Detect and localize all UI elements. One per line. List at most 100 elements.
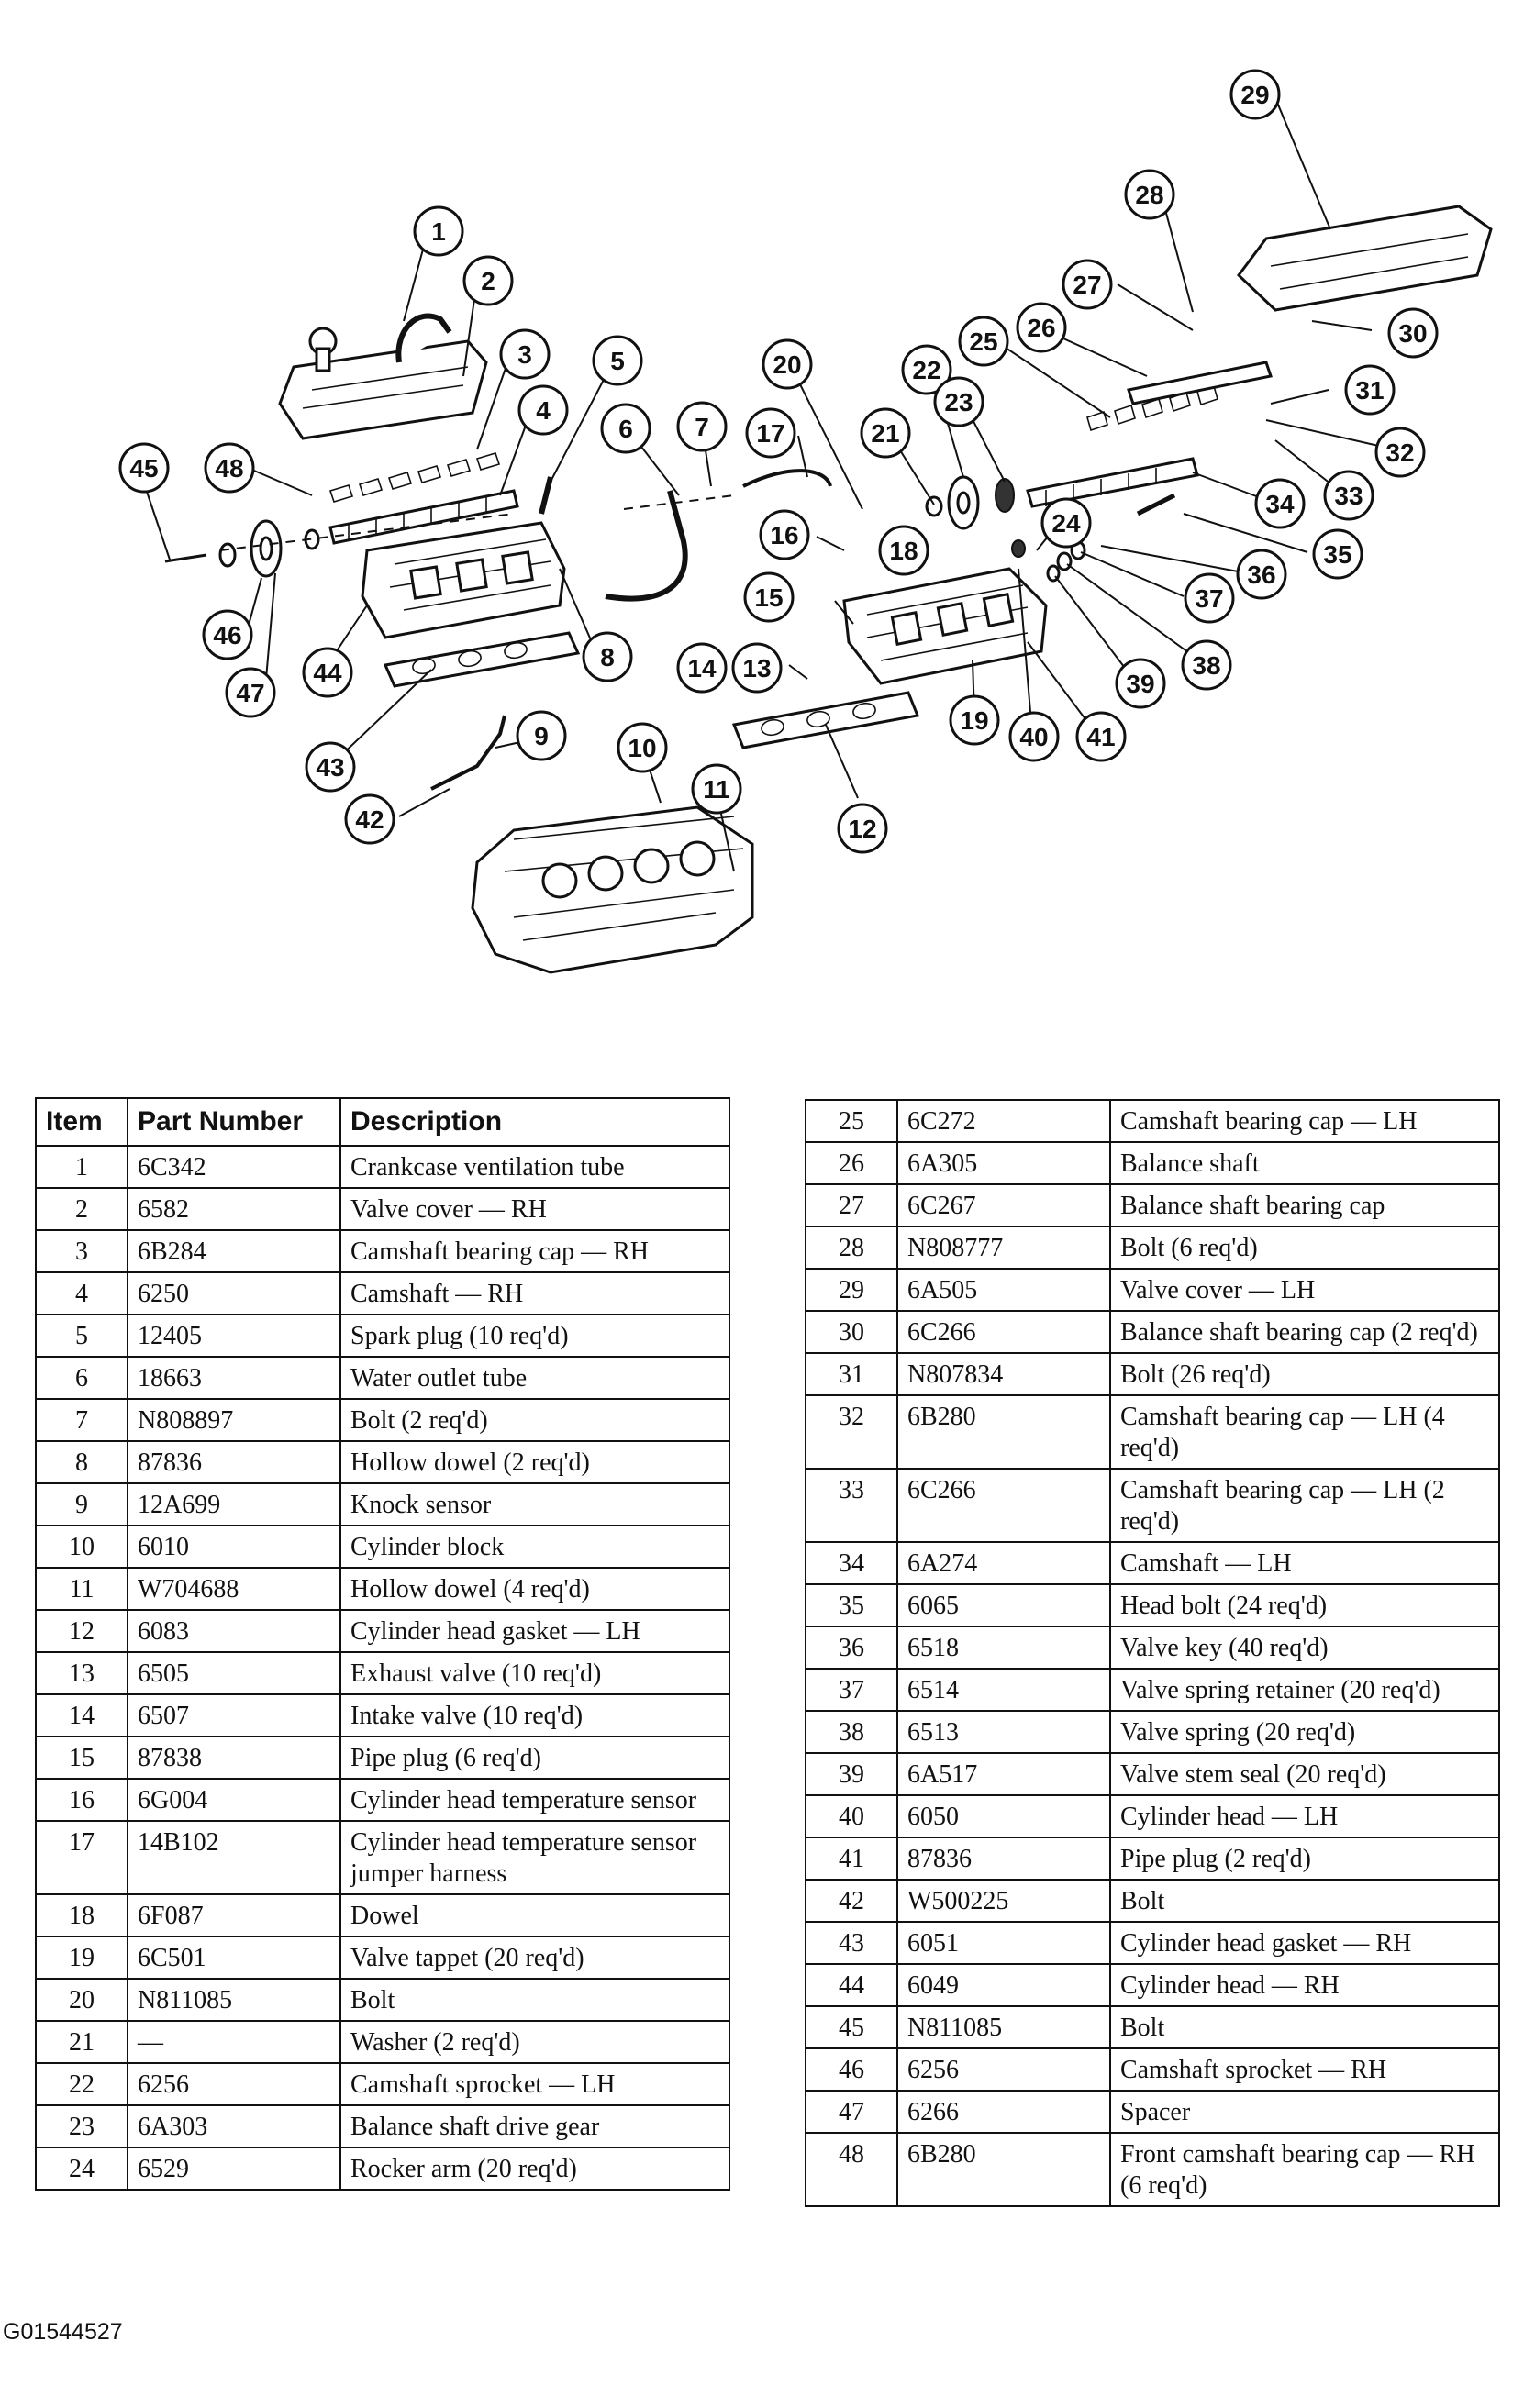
svg-text:44: 44 <box>313 659 342 687</box>
item-cell: 2 <box>35 1187 128 1231</box>
callout-41: 41 <box>1075 711 1127 762</box>
description-cell: Cylinder head temperature sensor jumper … <box>339 1820 730 1895</box>
description-cell: Bolt (26 req'd) <box>1109 1352 1500 1396</box>
item-cell: 11 <box>35 1567 128 1611</box>
description-cell: Cylinder head — RH <box>1109 1963 1500 2007</box>
column-header-item: Item <box>35 1097 128 1147</box>
item-cell: 39 <box>805 1752 898 1796</box>
item-cell: 15 <box>35 1736 128 1780</box>
callout-34: 34 <box>1254 478 1306 529</box>
description-cell: Camshaft — RH <box>339 1271 730 1315</box>
part-number-cell: 87836 <box>896 1837 1111 1881</box>
part-number-cell: N808897 <box>127 1398 341 1442</box>
column-header-description: Description <box>339 1097 730 1147</box>
description-cell: Hollow dowel (4 req'd) <box>339 1567 730 1611</box>
callout-35: 35 <box>1312 528 1363 580</box>
callout-44: 44 <box>302 647 353 698</box>
callout-20: 20 <box>762 338 813 390</box>
description-cell: Cylinder head — LH <box>1109 1794 1500 1838</box>
svg-text:8: 8 <box>600 643 615 671</box>
svg-text:20: 20 <box>773 350 801 379</box>
part-number-cell: 6256 <box>896 2047 1111 2092</box>
part-number-cell: 6C266 <box>896 1310 1111 1354</box>
svg-text:27: 27 <box>1073 271 1101 299</box>
callout-27: 27 <box>1062 259 1113 310</box>
part-number-cell: 6050 <box>896 1794 1111 1838</box>
part-number-cell: 6C501 <box>127 1936 341 1980</box>
part-number-cell: 18663 <box>127 1356 341 1400</box>
part-number-cell: 6505 <box>127 1651 341 1695</box>
callout-12: 12 <box>837 803 888 854</box>
svg-text:1: 1 <box>431 217 446 246</box>
callout-3: 3 <box>499 328 551 380</box>
description-cell: Bolt (2 req'd) <box>339 1398 730 1442</box>
part-number-cell: 6A303 <box>127 2104 341 2148</box>
description-cell: Valve cover — LH <box>1109 1268 1500 1312</box>
svg-text:16: 16 <box>770 521 798 549</box>
callout-6: 6 <box>600 403 651 454</box>
part-number-cell: 6507 <box>127 1693 341 1737</box>
callout-21: 21 <box>860 407 911 459</box>
svg-text:39: 39 <box>1126 670 1154 698</box>
item-cell: 12 <box>35 1609 128 1653</box>
callout-38: 38 <box>1181 639 1232 691</box>
svg-text:38: 38 <box>1192 651 1220 680</box>
svg-text:17: 17 <box>756 419 784 448</box>
svg-text:11: 11 <box>703 775 730 804</box>
part-number-cell: 6C342 <box>127 1145 341 1189</box>
description-cell: Camshaft bearing cap — LH (4 req'd) <box>1109 1394 1500 1470</box>
callout-30: 30 <box>1387 307 1439 359</box>
callout-5: 5 <box>592 335 643 386</box>
part-number-cell: 6513 <box>896 1710 1111 1754</box>
table-row: 21—Washer (2 req'd) <box>35 2020 730 2064</box>
part-number-cell: 6A305 <box>896 1141 1111 1185</box>
item-cell: 37 <box>805 1668 898 1712</box>
item-cell: 27 <box>805 1183 898 1227</box>
part-number-cell: 12405 <box>127 1314 341 1358</box>
item-cell: 10 <box>35 1525 128 1569</box>
part-number-cell: 6C272 <box>896 1099 1111 1143</box>
part-number-cell: 6B280 <box>896 1394 1111 1470</box>
description-cell: Washer (2 req'd) <box>339 2020 730 2064</box>
callout-16: 16 <box>759 509 810 560</box>
callout-36: 36 <box>1236 549 1287 600</box>
part-number-cell: N811085 <box>127 1978 341 2022</box>
callout-4: 4 <box>517 384 569 436</box>
svg-text:12: 12 <box>848 815 876 843</box>
svg-text:48: 48 <box>215 454 243 483</box>
svg-text:9: 9 <box>534 722 549 750</box>
callout-43: 43 <box>305 741 356 793</box>
callout-45: 45 <box>118 442 170 494</box>
callout-40: 40 <box>1008 711 1060 762</box>
part-number-cell: 6518 <box>896 1626 1111 1670</box>
part-number-cell: — <box>127 2020 341 2064</box>
item-cell: 41 <box>805 1837 898 1881</box>
callout-15: 15 <box>743 571 795 623</box>
svg-text:7: 7 <box>695 413 709 441</box>
svg-text:35: 35 <box>1323 540 1351 569</box>
item-cell: 32 <box>805 1394 898 1470</box>
part-number-cell: 6049 <box>896 1963 1111 2007</box>
part-number-cell: 6C266 <box>896 1468 1111 1543</box>
item-cell: 17 <box>35 1820 128 1895</box>
item-cell: 28 <box>805 1226 898 1270</box>
part-number-cell: 6A505 <box>896 1268 1111 1312</box>
item-cell: 23 <box>35 2104 128 2148</box>
